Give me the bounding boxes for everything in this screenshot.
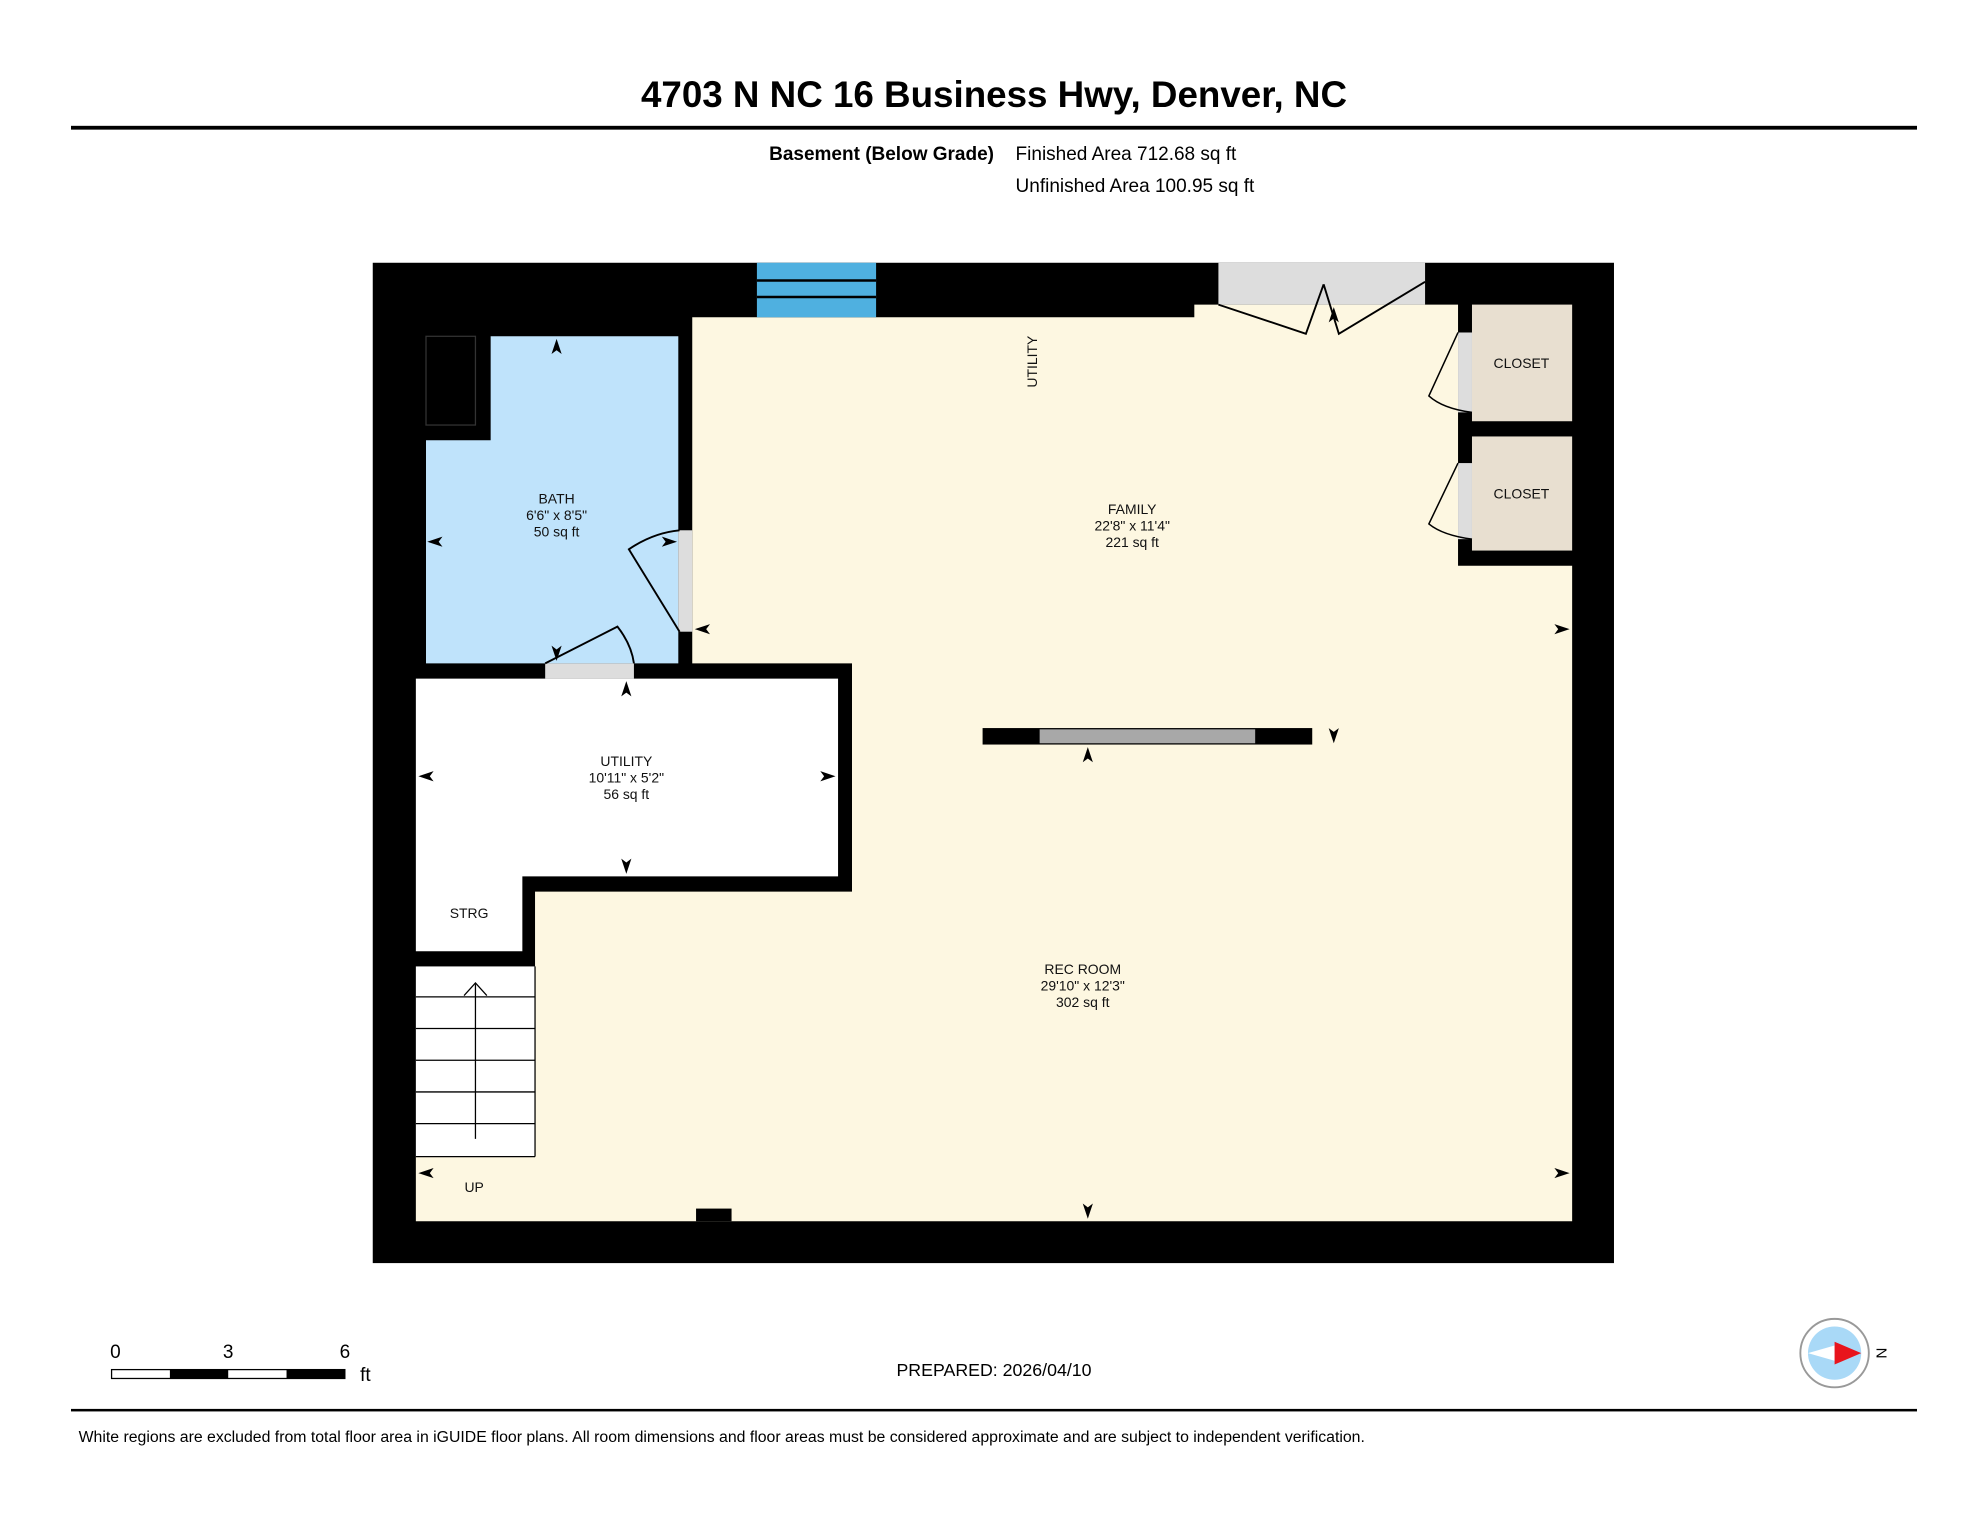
finished-area: Finished Area 712.68 sq ft xyxy=(1016,144,1237,165)
bath-area xyxy=(426,336,679,664)
family-name: FAMILY xyxy=(1108,501,1157,517)
closet-door xyxy=(1458,332,1472,413)
scale-segment xyxy=(286,1369,345,1379)
stair-treads xyxy=(415,966,536,1158)
unfinished-area: Unfinished Area 100.95 sq ft xyxy=(1016,176,1255,197)
scale-unit: ft xyxy=(360,1365,371,1386)
scale-segment xyxy=(169,1369,229,1379)
door-swing xyxy=(1427,332,1473,414)
level-name: Basement (Below Grade) xyxy=(769,144,994,165)
rec-room-area-label: 302 sq ft xyxy=(1056,994,1110,1010)
bath-area-label: 50 sq ft xyxy=(534,524,580,540)
floor-plan: BATH 6'6" x 8'5" 50 sq ft UTILITY 10'11"… xyxy=(372,262,1614,1264)
scale-bar: 0 3 6 ft xyxy=(110,1342,371,1386)
utility-area-label: 56 sq ft xyxy=(603,786,649,802)
utility-area xyxy=(415,678,839,952)
window xyxy=(756,262,877,318)
closet-2 xyxy=(1471,436,1573,551)
rec-room-name: REC ROOM xyxy=(1044,961,1121,977)
compass-north-label: N xyxy=(1872,1348,1889,1359)
prepared-date: PREPARED: 2026/04/10 xyxy=(896,1360,1091,1380)
scale-tick-3: 3 xyxy=(223,1342,234,1363)
door-swing xyxy=(1427,462,1473,540)
door-swing xyxy=(627,529,681,633)
closet-1-label: CLOSET xyxy=(1494,355,1550,371)
header-divider xyxy=(71,125,1917,130)
exterior-door xyxy=(1218,262,1426,305)
compass-icon: N xyxy=(1799,1317,1889,1389)
closet-2-label: CLOSET xyxy=(1494,486,1550,502)
utility-door xyxy=(545,663,634,679)
door-swing xyxy=(544,625,635,665)
family-dims: 22'8" x 11'4" xyxy=(1094,517,1169,533)
utility-small-label: UTILITY xyxy=(1024,336,1040,388)
footer-divider xyxy=(71,1408,1917,1412)
page-title: 4703 N NC 16 Business Hwy, Denver, NC xyxy=(641,74,1347,115)
family-rec-room-area xyxy=(415,304,1573,1222)
column xyxy=(696,1208,732,1222)
storage-label: STRG xyxy=(450,905,489,921)
footer-disclaimer: White regions are excluded from total fl… xyxy=(79,1429,1365,1446)
stairs-up-label: UP xyxy=(464,1179,483,1195)
utility-name: UTILITY xyxy=(600,753,652,769)
door-swing xyxy=(1322,280,1426,336)
closet-door xyxy=(1458,463,1472,540)
scale-tick-0: 0 xyxy=(110,1342,121,1363)
half-wall xyxy=(1039,729,1256,744)
family-area-label: 221 sq ft xyxy=(1105,534,1159,550)
bath-door xyxy=(678,530,693,632)
scale-tick-6: 6 xyxy=(340,1342,351,1363)
utility-dims: 10'11" x 5'2" xyxy=(589,770,664,786)
dimension-arrows xyxy=(418,307,1570,1219)
door-swing xyxy=(1218,283,1325,335)
bath-name: BATH xyxy=(539,491,575,507)
rec-room-dims: 29'10" x 12'3" xyxy=(1041,978,1125,994)
closet-1 xyxy=(1471,304,1573,422)
bath-dims: 6'6" x 8'5" xyxy=(526,507,587,523)
fixture xyxy=(425,335,477,426)
